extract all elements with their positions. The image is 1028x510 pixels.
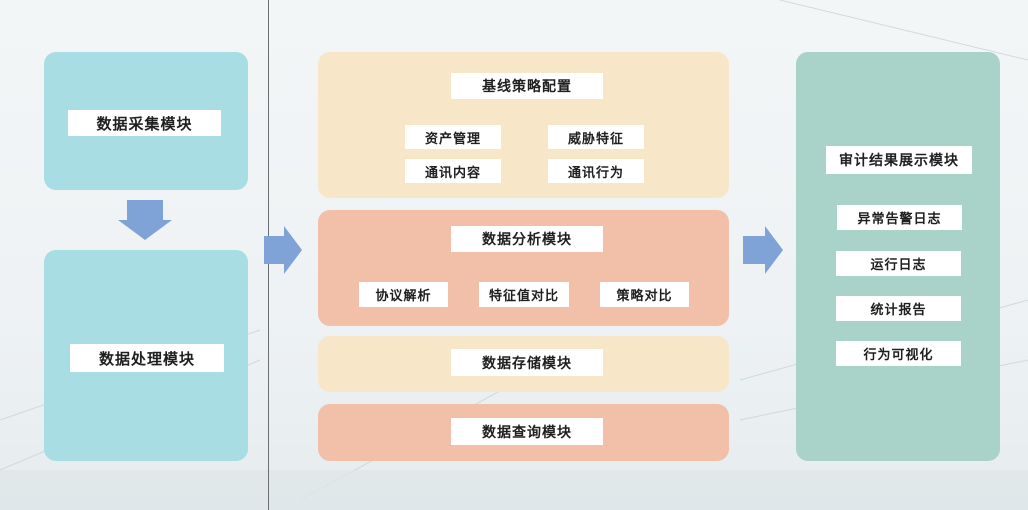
baseline-config-title: 基线策略配置: [451, 73, 603, 99]
analysis-item-policy: 策略对比: [600, 282, 689, 307]
baseline-item-threat: 威胁特征: [548, 125, 644, 149]
analysis-module-title: 数据分析模块: [451, 226, 603, 252]
right-arrow-icon-2: [743, 226, 783, 274]
result-item-alert-log: 异常告警日志: [837, 205, 962, 230]
collect-module-label: 数据采集模块: [68, 110, 221, 136]
baseline-item-asset: 资产管理: [405, 125, 501, 149]
storage-module-title: 数据存储模块: [451, 349, 603, 376]
result-item-visualization: 行为可视化: [836, 341, 961, 366]
baseline-item-content: 通讯内容: [405, 159, 501, 183]
query-module-title: 数据查询模块: [451, 418, 603, 445]
baseline-item-behavior: 通讯行为: [548, 159, 644, 183]
process-module-label: 数据处理模块: [70, 344, 224, 372]
result-item-report: 统计报告: [836, 296, 961, 321]
right-arrow-icon: [264, 226, 302, 274]
down-arrow-icon: [118, 200, 172, 240]
audit-result-title: 审计结果展示模块: [826, 146, 972, 174]
analysis-item-protocol: 协议解析: [359, 282, 448, 307]
analysis-item-feature: 特征值对比: [479, 282, 569, 307]
result-item-run-log: 运行日志: [836, 251, 961, 276]
